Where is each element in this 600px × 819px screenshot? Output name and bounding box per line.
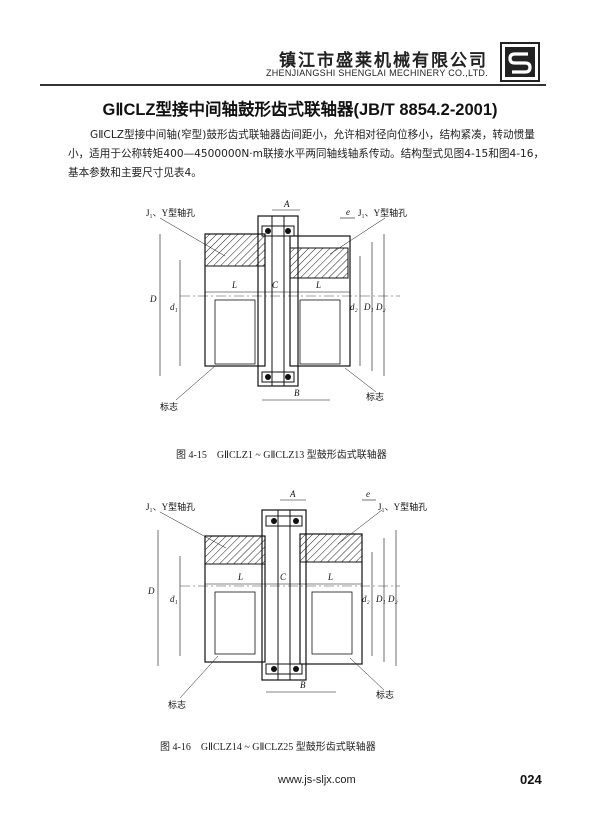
bore-label-left: J₁、Y型轴孔 <box>146 207 195 218</box>
figure-4-15-caption: 图 4-15 GⅡCLZ1 ~ GⅡCLZ13 型鼓形齿式联轴器 <box>176 450 387 461</box>
dim-L-right: L <box>315 280 321 290</box>
dim-d2: d₂ <box>350 302 358 312</box>
dim-e: e <box>366 489 370 499</box>
footer-website: www.js-sljx.com <box>278 774 356 786</box>
figure-4-15: J₁、Y型轴孔 J₁、Y型轴孔 A e L C L D d₁ d₂ D₁ D₂ … <box>0 196 600 458</box>
dim-L-left: L <box>237 572 243 582</box>
mark-label-left: 标志 <box>160 401 178 412</box>
dim-d1: d₁ <box>170 594 178 604</box>
page-number: 024 <box>520 772 542 787</box>
dim-D: D <box>147 586 155 596</box>
dim-D1: D₁ <box>363 302 374 312</box>
dim-L-right: L <box>327 572 333 582</box>
coupling-drawing-2: J₁、Y型轴孔 J₁、Y型轴孔 A e L C L D d₁ d₂ D₁ D₂ … <box>146 489 427 710</box>
mark-label-left: 标志 <box>168 699 186 710</box>
dim-D: D <box>149 294 157 304</box>
dim-D2: D₂ <box>387 594 398 604</box>
company-name-cn: 镇江市盛莱机械有限公司 <box>279 51 488 71</box>
dim-e: e <box>346 207 350 217</box>
dim-d2: d₂ <box>362 594 370 604</box>
page-header: 镇江市盛莱机械有限公司 ZHENJIANGSHI SHENGLAI MECHIN… <box>0 0 600 86</box>
dim-d1: d₁ <box>170 302 178 312</box>
figure-4-16-caption: 图 4-16 GⅡCLZ14 ~ GⅡCLZ25 型鼓形齿式联轴器 <box>160 742 376 753</box>
mark-label-right: 标志 <box>366 391 384 402</box>
bore-label-left: J₁、Y型轴孔 <box>146 501 195 512</box>
dim-B: B <box>300 680 306 690</box>
header-divider <box>40 84 546 86</box>
bore-label-right: J₁、Y型轴孔 <box>378 501 427 512</box>
dim-A: A <box>283 199 290 209</box>
company-logo-icon <box>500 42 540 82</box>
company-name-en: ZHENJIANGSHI SHENGLAI MECHINERY CO.,LTD. <box>265 68 488 78</box>
bore-label-right: J₁、Y型轴孔 <box>358 207 407 218</box>
dim-D1: D₁ <box>375 594 386 604</box>
dim-A: A <box>289 489 296 499</box>
dim-C: C <box>280 572 287 582</box>
mark-label-right: 标志 <box>376 689 394 700</box>
intro-paragraph: GⅡCLZ型接中间轴(窄型)鼓形齿式联轴器齿间距小，允许相对径向位移小，结构紧凑… <box>68 129 545 179</box>
dim-D2: D₂ <box>375 302 386 312</box>
dim-B: B <box>294 388 300 398</box>
dim-C: C <box>272 280 279 290</box>
coupling-drawing-1: J₁、Y型轴孔 J₁、Y型轴孔 A e L C L D d₁ d₂ D₁ D₂ … <box>146 199 407 412</box>
figure-4-16: J₁、Y型轴孔 J₁、Y型轴孔 A e L C L D d₁ d₂ D₁ D₂ … <box>0 486 600 748</box>
dim-L-left: L <box>231 280 237 290</box>
document-title: GⅡCLZ型接中间轴鼓形齿式联轴器(JB/T 8854.2-2001) <box>102 101 498 119</box>
